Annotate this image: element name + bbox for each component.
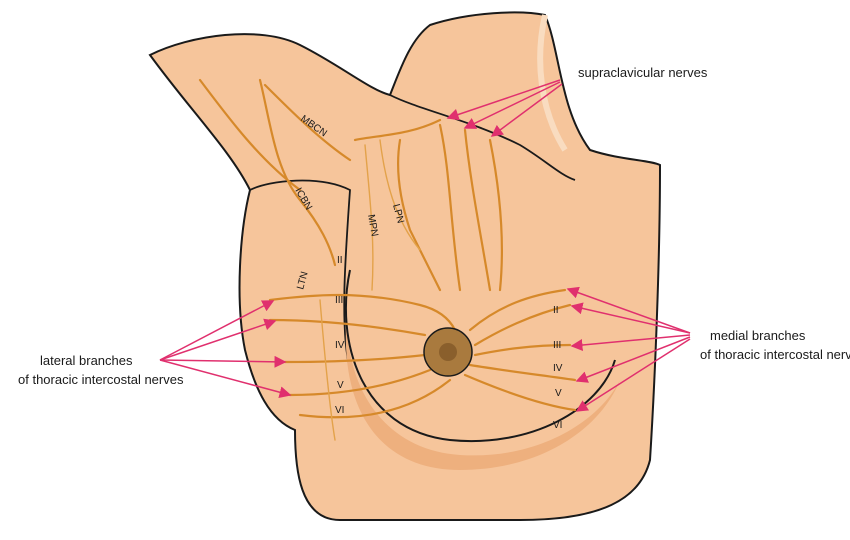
medial-label-line2: of thoracic intercostal nerves — [700, 347, 850, 362]
nerve-network — [198, 78, 577, 441]
right-numeral: II — [553, 305, 559, 316]
supraclavicular-label: supraclavicular nerves — [578, 65, 708, 80]
lateral-label-line1: lateral branches — [40, 353, 133, 368]
supraclavicular-arrows — [446, 79, 563, 137]
left-numeral: IV — [335, 340, 345, 351]
right-numerals: II III IV V VI — [553, 305, 563, 431]
medial-label-line1: medial branches — [710, 328, 806, 343]
left-numeral: III — [335, 295, 343, 306]
left-numeral: V — [337, 380, 344, 391]
mpn-label: MPN — [365, 214, 380, 238]
right-numeral: III — [553, 340, 561, 351]
lateral-arrows — [159, 300, 292, 399]
lpn-label: LPN — [390, 203, 406, 225]
left-numerals: II III IV V VI — [335, 255, 345, 416]
medial-arrows — [566, 286, 691, 412]
left-numeral: II — [337, 255, 343, 266]
left-numeral: VI — [335, 405, 344, 416]
axilla-line — [249, 179, 351, 371]
neck-highlight — [537, 14, 568, 152]
right-numeral: IV — [553, 363, 563, 374]
torso-outline — [148, 11, 662, 521]
right-numeral: VI — [553, 420, 562, 431]
lateral-label-line2: of thoracic intercostal nerves — [18, 372, 184, 387]
clavicle-line — [389, 94, 576, 181]
ltn-label: LTN — [295, 270, 310, 290]
right-numeral: V — [555, 388, 562, 399]
nipple-areola — [423, 327, 473, 377]
